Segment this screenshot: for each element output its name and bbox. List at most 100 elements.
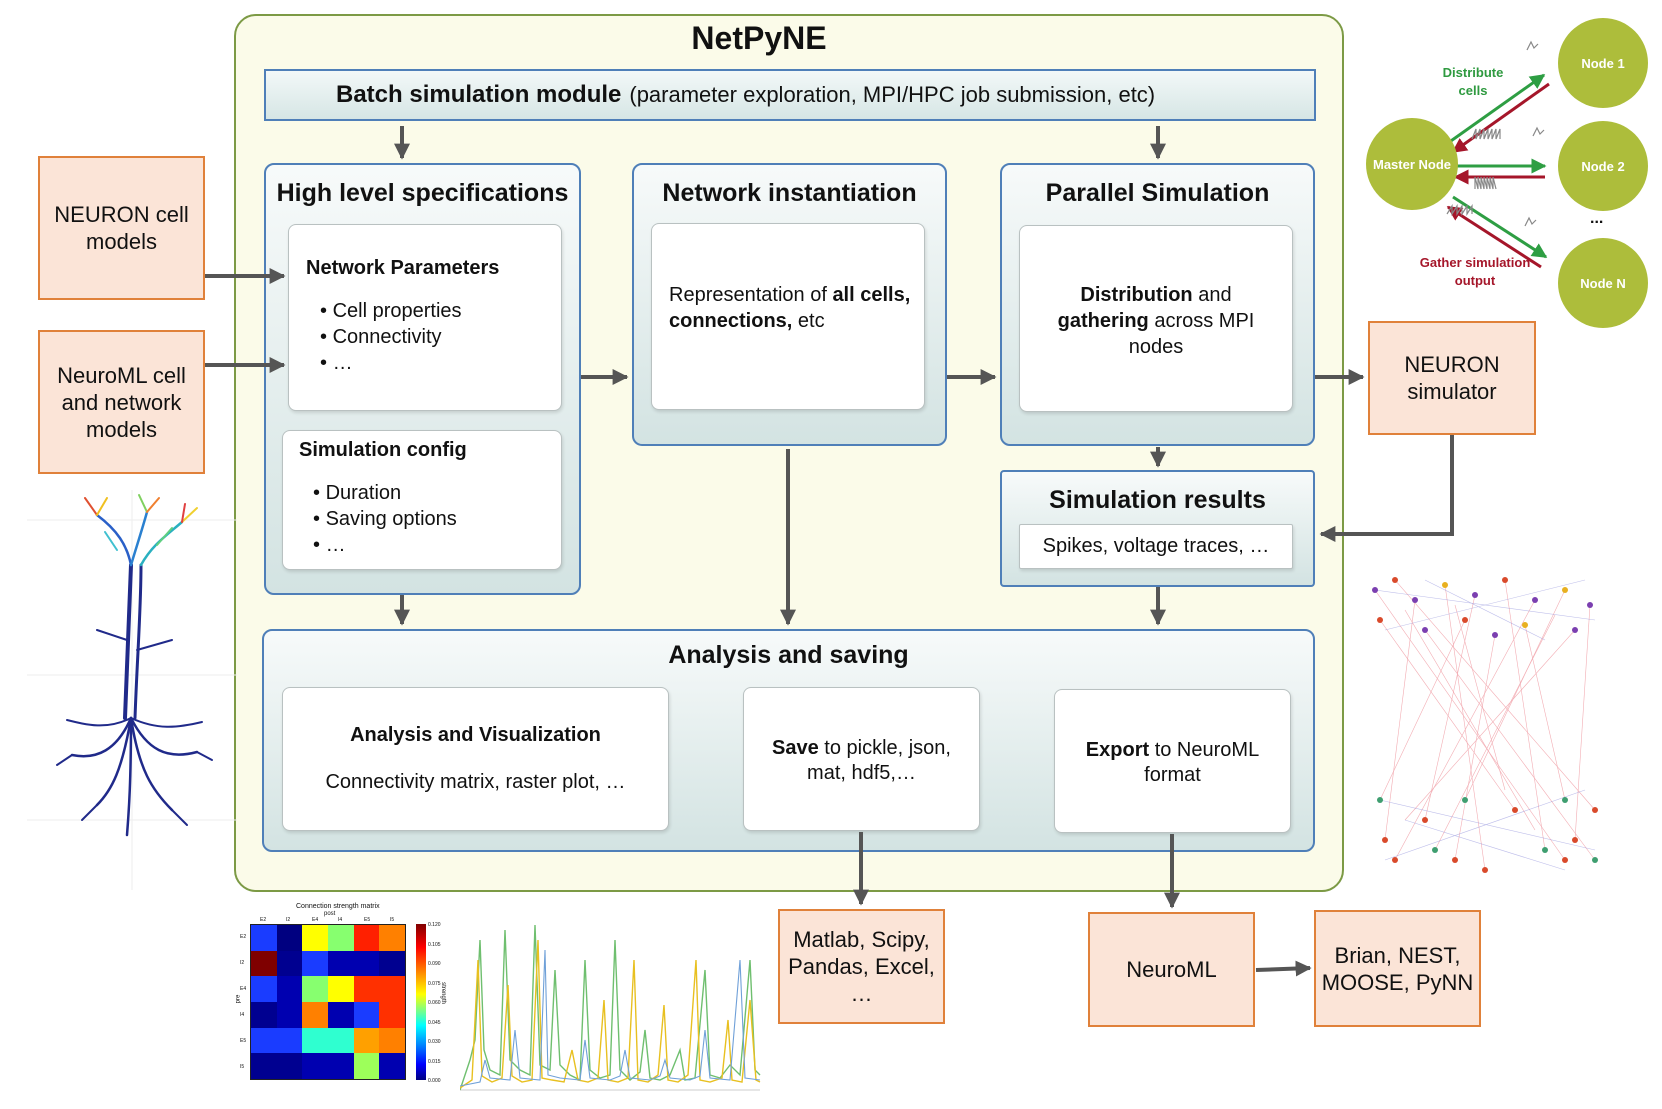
heatmap-cell [251,950,277,977]
heatmap-cell [276,950,303,977]
analysis-visualization-title: Analysis and Visualization [350,724,601,746]
network-nodes [1372,577,1598,873]
heatmap-cell [327,1027,354,1054]
heatmap-cell [353,1027,380,1054]
heatmap-colorbar-tick: 0.045 [428,1019,441,1026]
neuroml-output-box: NeuroML [1088,912,1255,1027]
heatmap-cell [379,1027,405,1054]
heatmap-cell [251,1053,277,1079]
heatmap-colorbar-tick: 0.120 [428,922,441,928]
heatmap-cell [302,1001,328,1028]
simulation-config-title: Simulation config [299,439,467,461]
simulation-results-title: Simulation results [1049,486,1266,514]
distribute-arrow-noden [1452,195,1548,259]
heatmap-colorbar [416,924,426,1080]
voltage-trace-green [460,924,761,1091]
gather-output-label: Gather simulation output [1419,255,1531,288]
voltage-traces-plot [460,924,761,1091]
analysis-saving-title: Analysis and saving [668,641,909,669]
arrow-neuron-sim-to-results [1319,435,1454,542]
heatmap-cell [276,1027,303,1054]
heatmap-cell [251,925,277,951]
heatmap-row-label: I2 [240,960,245,966]
simulation-config-box: Simulation config • Duration • Saving op… [282,430,562,570]
analysis-visualization-box: Analysis and Visualization Connectivity … [282,687,669,831]
heatmap-cell [302,925,328,951]
batch-description: (parameter exploration, MPI/HPC job subm… [629,82,1156,107]
analysis-visualization-text: Connectivity matrix, raster plot, … [325,771,626,793]
heatmap-row-label: E4 [240,986,247,992]
heatmap-cell [251,1001,277,1028]
list-item: • Connectivity [320,326,442,348]
heatmap-cell [379,1001,405,1028]
network-parameters-list: • Cell properties • Connectivity • … [306,298,561,376]
heatmap-cell [353,1001,380,1028]
matlab-box: Matlab, Scipy, Pandas, Excel, … [778,909,945,1024]
heatmap-column-label: I4 [338,917,343,923]
heatmap-colorbar-tick: 0.075 [428,980,441,987]
heatmap-cell [302,950,328,977]
heatmap-cell [327,925,354,951]
network-edges [1374,579,1596,871]
heatmap-cell [251,976,277,1002]
master-node: Master Node [1366,118,1458,210]
heatmap-cell [379,976,405,1002]
heatmap-post-label: post [324,911,336,917]
neuron-morphology-image [27,490,237,890]
save-box: Save to pickle, json, mat, hdf5,… [743,687,980,831]
simulation-results-description: Spikes, voltage traces, … [1019,524,1293,569]
heatmap-row-label: E5 [240,1038,247,1044]
simulators-box: Brian, NEST, MOOSE, PyNN [1314,910,1481,1027]
voltage-trace-yellow [460,939,761,1089]
heatmap-row-label: I5 [240,1064,245,1070]
simulation-config-list: • Duration • Saving options • … [299,480,561,558]
heatmap-column-label: E5 [364,917,371,923]
heatmap-cell [276,925,303,951]
heatmap-cell [302,1053,328,1079]
heatmap-cell [379,925,405,951]
heatmap-title: Connection strength matrix [296,903,380,910]
parallel-simulation-title: Parallel Simulation [1045,179,1270,207]
spike-train-icons [1446,40,1545,227]
batch-title: Batch simulation module [336,81,622,108]
list-item: • Duration [313,482,402,504]
node-n: Node N [1558,238,1648,328]
list-item: • Saving options [313,508,457,530]
heatmap-colorbar-tick: 0.000 [428,1078,441,1084]
heatmap-column-label: E4 [312,917,319,923]
arrow-neuroml-to-simulators [1255,960,1312,977]
distribute-cells-label: Distribute cells [1442,65,1504,98]
node-1: Node 1 [1558,18,1648,108]
heatmap-column-label: E2 [260,917,267,923]
neuron-cell-models-box: NEURON cell models [38,156,205,300]
list-item: • … [313,534,346,556]
heatmap-cell [251,1027,277,1054]
gather-arrow-node1 [1451,82,1550,154]
node-2: Node 2 [1558,121,1648,211]
heatmap-grid [250,924,406,1080]
network-parameters-box: Network Parameters • Cell properties • C… [288,224,562,411]
neuron-simulator-box: NEURON simulator [1368,321,1536,435]
neuroml-models-box: NeuroML cell and network models [38,330,205,474]
heatmap-colorbar-tick: 0.105 [428,941,441,948]
heatmap-cell [353,925,380,951]
parallel-description: Distribution and gathering across MPI no… [1019,225,1293,412]
heatmap-cell [353,976,380,1002]
heatmap-cell [276,1001,303,1028]
export-box: Export to NeuroML format [1054,689,1291,833]
heatmap-cell [327,1001,354,1028]
heatmap-colorbar-tick: 0.090 [428,961,441,967]
heatmap-cell [327,976,354,1002]
voltage-trace-blue [460,949,761,1087]
heatmap-cell [353,950,380,977]
connectivity-heatmap: Connection strength matrix post pre stre… [235,900,451,1090]
more-nodes-ellipsis: ... [1590,210,1604,227]
heatmap-cell [379,1053,405,1079]
heatmap-colorbar-tick: 0.030 [428,1039,441,1045]
heatmap-cell [379,950,405,977]
heatmap-cell [276,976,303,1002]
